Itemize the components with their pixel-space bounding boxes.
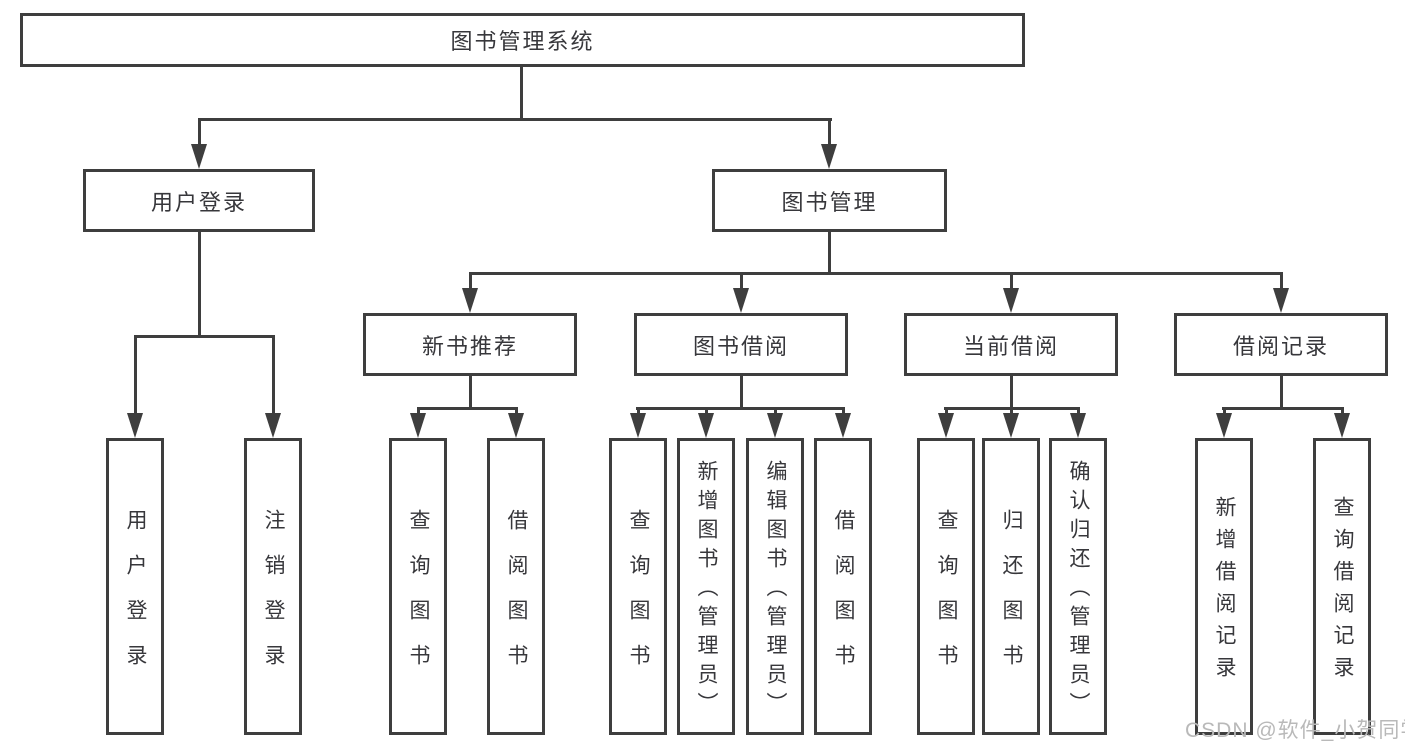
node-book-management: 图书管理 [712, 169, 947, 232]
connector-drop [272, 335, 275, 415]
leaf-query-borrow-record: 查询借阅记录 [1313, 438, 1371, 735]
leaf-return-book: 归还图书 [982, 438, 1040, 735]
leaf-label: 查询图书 [407, 508, 430, 689]
arrow-down-icon [127, 413, 143, 438]
connector-drop [842, 407, 845, 415]
arrow-down-icon [508, 413, 524, 438]
connector-drop [1010, 272, 1013, 290]
connector-drop [134, 335, 137, 415]
arrow-down-icon [191, 144, 207, 169]
connector-group-stem [740, 376, 743, 407]
leaf-borrow-book-1: 借阅图书 [487, 438, 545, 735]
connector-group-stem [469, 376, 472, 407]
connector-drop [740, 272, 743, 290]
leaf-logout: 注销登录 [244, 438, 302, 735]
node-borrowing-records: 借阅记录 [1174, 313, 1388, 376]
connector-drop [417, 407, 420, 415]
leaf-add-book-admin: 新增图书（管理员） [677, 438, 735, 735]
leaf-label: 新增图书（管理员） [695, 460, 718, 721]
connector-mgmt-stem [828, 230, 831, 272]
node-new-book-recommendation: 新书推荐 [363, 313, 577, 376]
arrow-down-icon [410, 413, 426, 438]
connector-drop [1341, 407, 1344, 415]
leaf-label: 查询借阅记录 [1331, 496, 1354, 688]
leaf-user-login: 用户登录 [106, 438, 164, 735]
leaf-label: 查询图书 [935, 508, 958, 689]
leaf-label: 查询图书 [627, 508, 650, 689]
leaf-confirm-return-admin: 确认归还（管理员） [1049, 438, 1107, 735]
connector-drop [198, 118, 201, 146]
leaf-label: 用户登录 [124, 508, 147, 689]
node-current-borrowing: 当前借阅 [904, 313, 1118, 376]
arrow-down-icon [767, 413, 783, 438]
connector-drop [1010, 407, 1013, 415]
connector-level3-rail [469, 272, 1283, 275]
connector-group-rail [417, 407, 518, 410]
arrow-down-icon [1334, 413, 1350, 438]
connector-drop [774, 407, 777, 415]
connector-group-stem [1280, 376, 1283, 407]
arrow-down-icon [698, 413, 714, 438]
leaf-borrow-book-2: 借阅图书 [814, 438, 872, 735]
csdn-watermark: CSDN @软件_小贺同学 [1185, 719, 1405, 742]
connector-drop [1077, 407, 1080, 415]
connector-group-stem [1010, 376, 1013, 407]
leaf-add-borrow-record: 新增借阅记录 [1195, 438, 1253, 735]
node-root: 图书管理系统 [20, 13, 1025, 67]
connector-group-rail [1222, 407, 1344, 410]
leaf-label: 新增借阅记录 [1213, 496, 1236, 688]
leaf-label: 确认归还（管理员） [1067, 460, 1090, 721]
connector-drop [515, 407, 518, 415]
leaf-label: 归还图书 [1000, 508, 1023, 689]
leaf-query-book-1: 查询图书 [389, 438, 447, 735]
connector-drop [705, 407, 708, 415]
arrow-down-icon [630, 413, 646, 438]
leaf-label: 借阅图书 [832, 508, 855, 689]
arrow-down-icon [1273, 288, 1289, 313]
leaf-label: 注销登录 [262, 508, 285, 689]
arrow-down-icon [733, 288, 749, 313]
arrow-down-icon [265, 413, 281, 438]
arrow-down-icon [1070, 413, 1086, 438]
connector-drop [469, 272, 472, 290]
leaf-edit-book-admin: 编辑图书（管理员） [746, 438, 804, 735]
leaf-label: 借阅图书 [505, 508, 528, 689]
connector-user-rail [134, 335, 275, 338]
connector-group-rail [636, 407, 845, 410]
connector-drop [637, 407, 640, 415]
arrow-down-icon [835, 413, 851, 438]
leaf-label: 编辑图书（管理员） [764, 460, 787, 721]
arrow-down-icon [1003, 413, 1019, 438]
arrow-down-icon [462, 288, 478, 313]
arrow-down-icon [1216, 413, 1232, 438]
arrow-down-icon [821, 144, 837, 169]
leaf-query-book-3: 查询图书 [917, 438, 975, 735]
connector-drop [945, 407, 948, 415]
connector-level2-rail [198, 118, 832, 121]
connector-drop [1223, 407, 1226, 415]
arrow-down-icon [938, 413, 954, 438]
node-user-login: 用户登录 [83, 169, 315, 232]
connector-root-stem [520, 67, 523, 118]
arrow-down-icon [1003, 288, 1019, 313]
connector-user-stem [198, 230, 201, 335]
leaf-query-book-2: 查询图书 [609, 438, 667, 735]
connector-drop [828, 118, 831, 146]
node-book-borrowing: 图书借阅 [634, 313, 848, 376]
connector-drop [1280, 272, 1283, 290]
